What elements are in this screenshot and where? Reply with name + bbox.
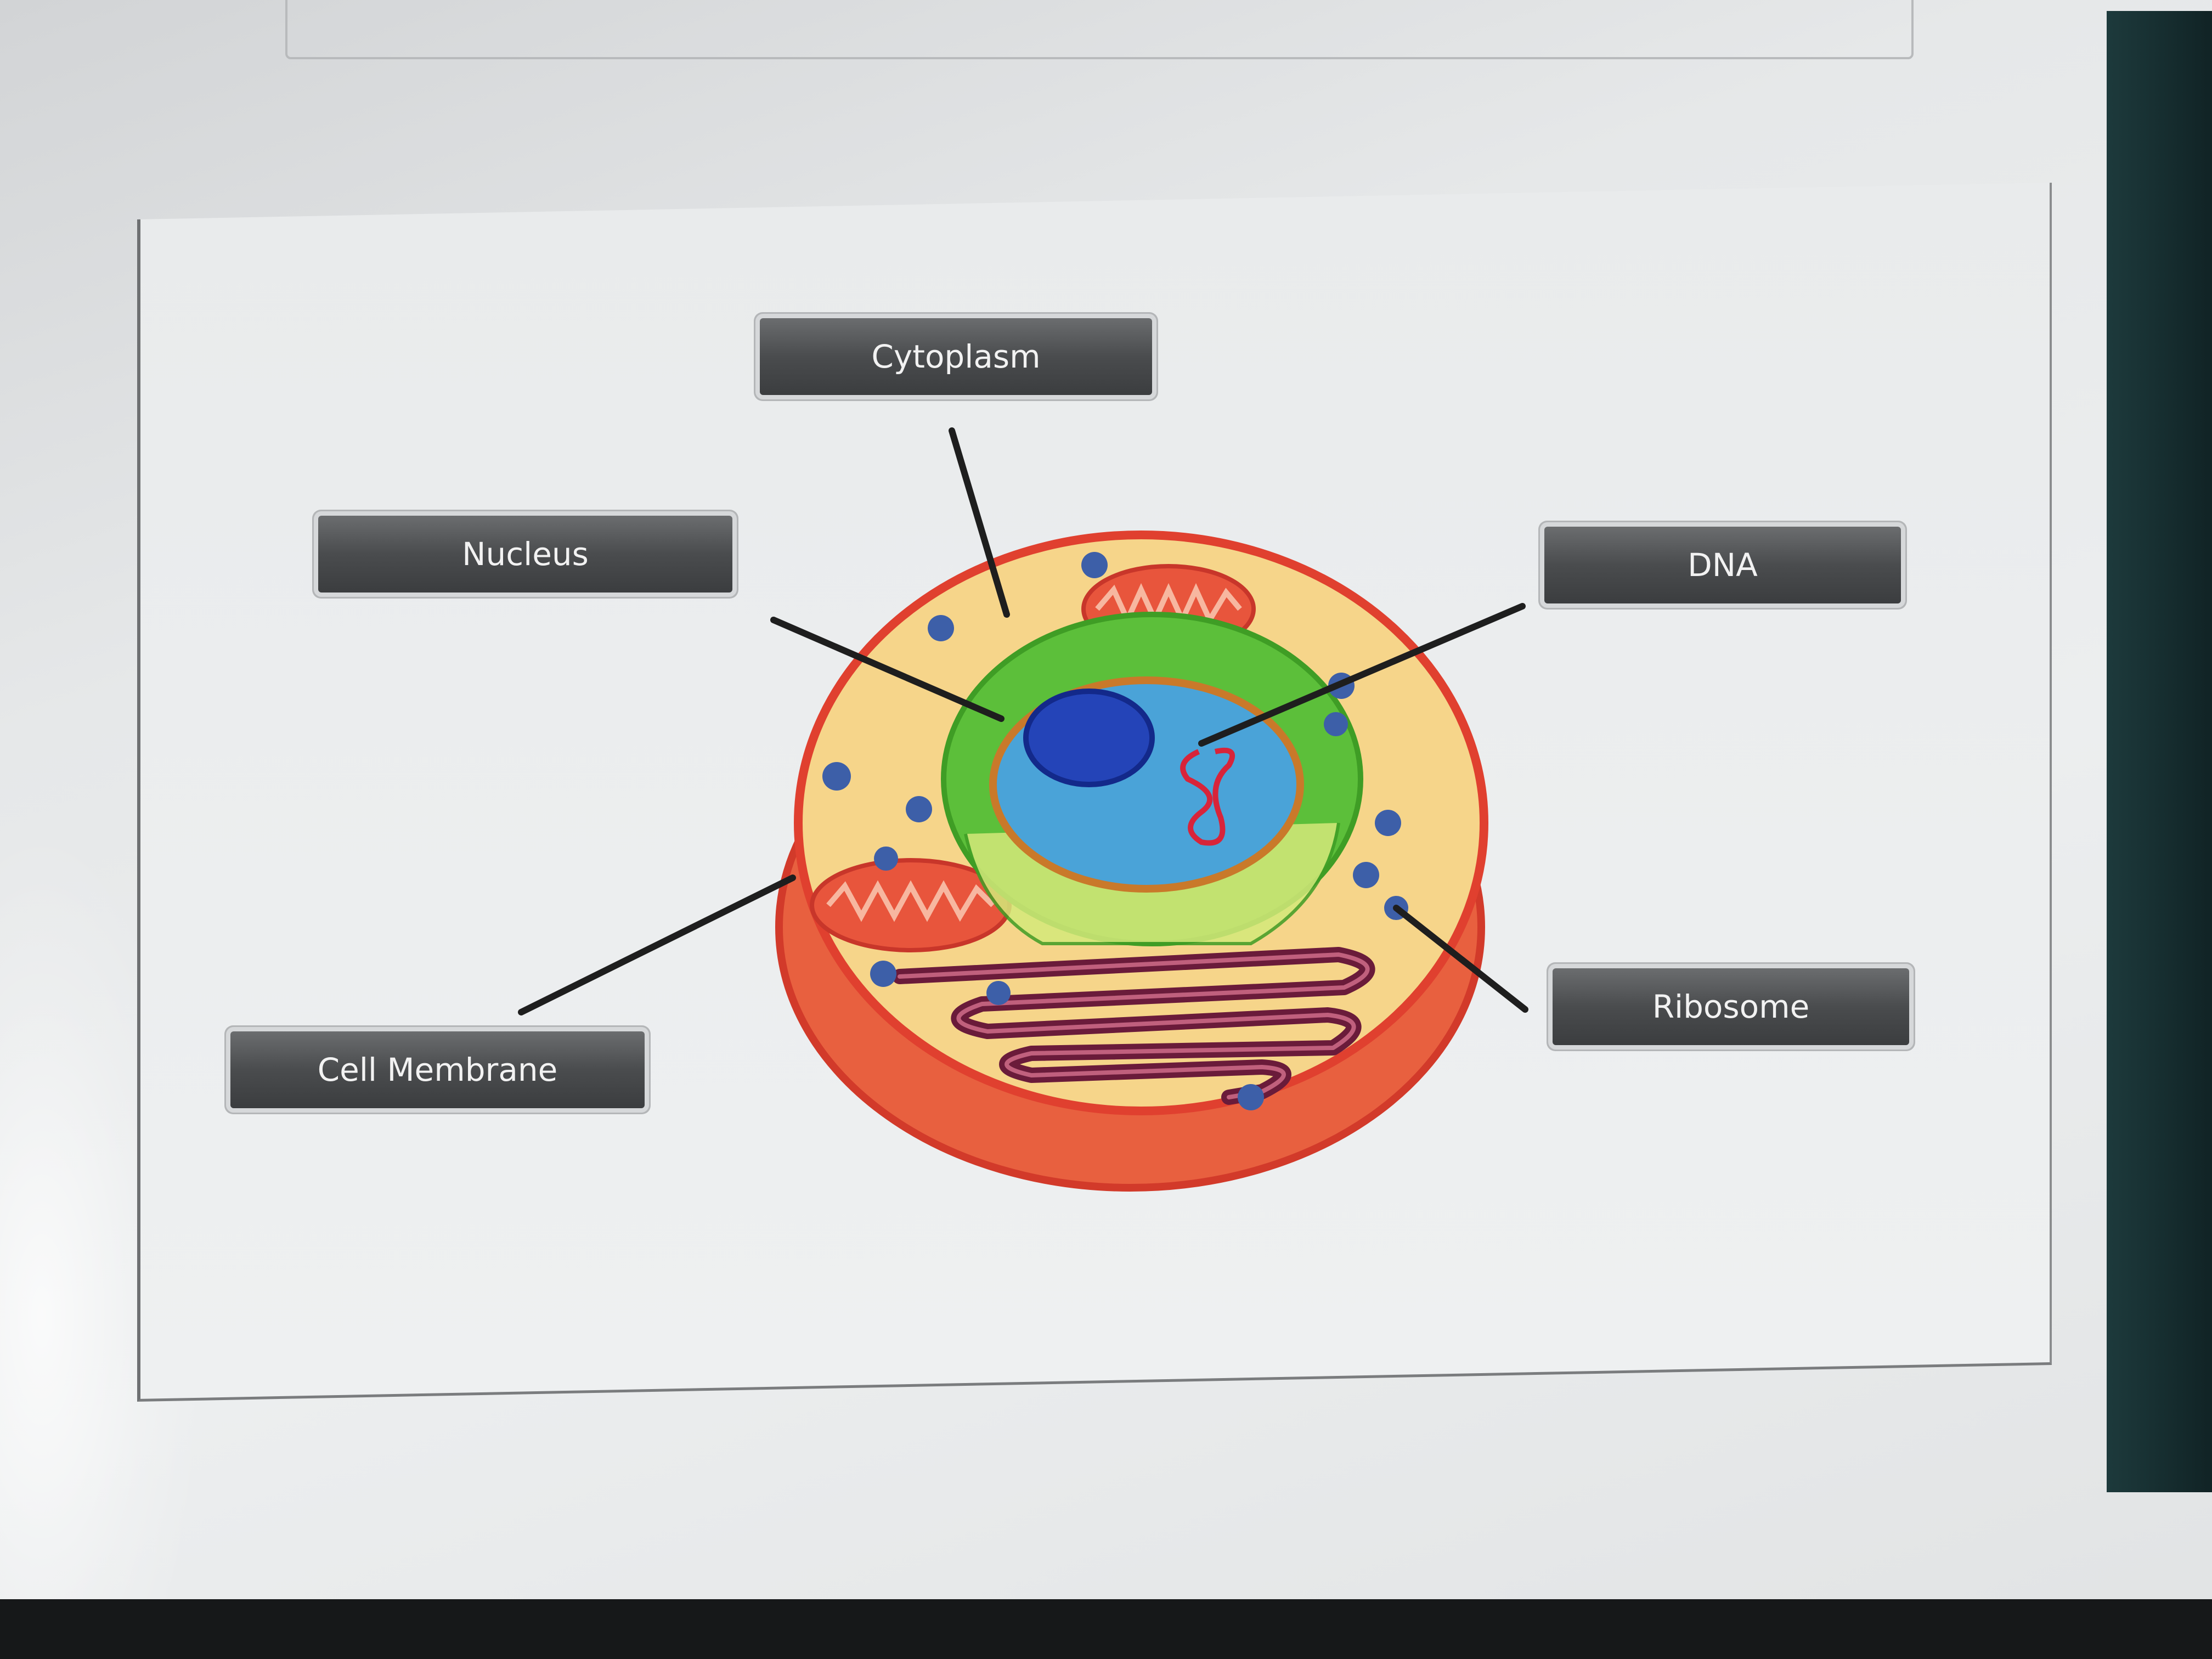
- label-cell-membrane-text: Cell Membrane: [317, 1051, 558, 1088]
- label-dna-text: DNA: [1688, 546, 1758, 584]
- mitochondrion-lower: [810, 858, 1012, 952]
- dna-strand: [1180, 747, 1235, 846]
- label-dna[interactable]: DNA: [1544, 527, 1901, 603]
- screen-edge: [2107, 11, 2212, 1492]
- nucleus-leader-line: [770, 617, 1005, 722]
- cytoplasm-leader-line: [949, 427, 1010, 618]
- label-cytoplasm-text: Cytoplasm: [871, 338, 1041, 375]
- leader-lines: [518, 427, 1528, 1015]
- dna-leader-line: [1198, 603, 1526, 747]
- label-ribosome-text: Ribosome: [1652, 988, 1810, 1025]
- label-cell-membrane[interactable]: Cell Membrane: [230, 1031, 645, 1108]
- label-ribosome[interactable]: Ribosome: [1553, 968, 1909, 1045]
- nucleolus: [1023, 689, 1155, 787]
- top-frame: [285, 0, 1914, 59]
- label-cytoplasm[interactable]: Cytoplasm: [760, 318, 1152, 395]
- cell-membrane-leader-line: [518, 874, 796, 1015]
- label-nucleus[interactable]: Nucleus: [318, 516, 732, 592]
- label-nucleus-text: Nucleus: [462, 535, 589, 573]
- monitor-bezel: [0, 1599, 2212, 1659]
- ribosome-leader-line: [1393, 905, 1528, 1013]
